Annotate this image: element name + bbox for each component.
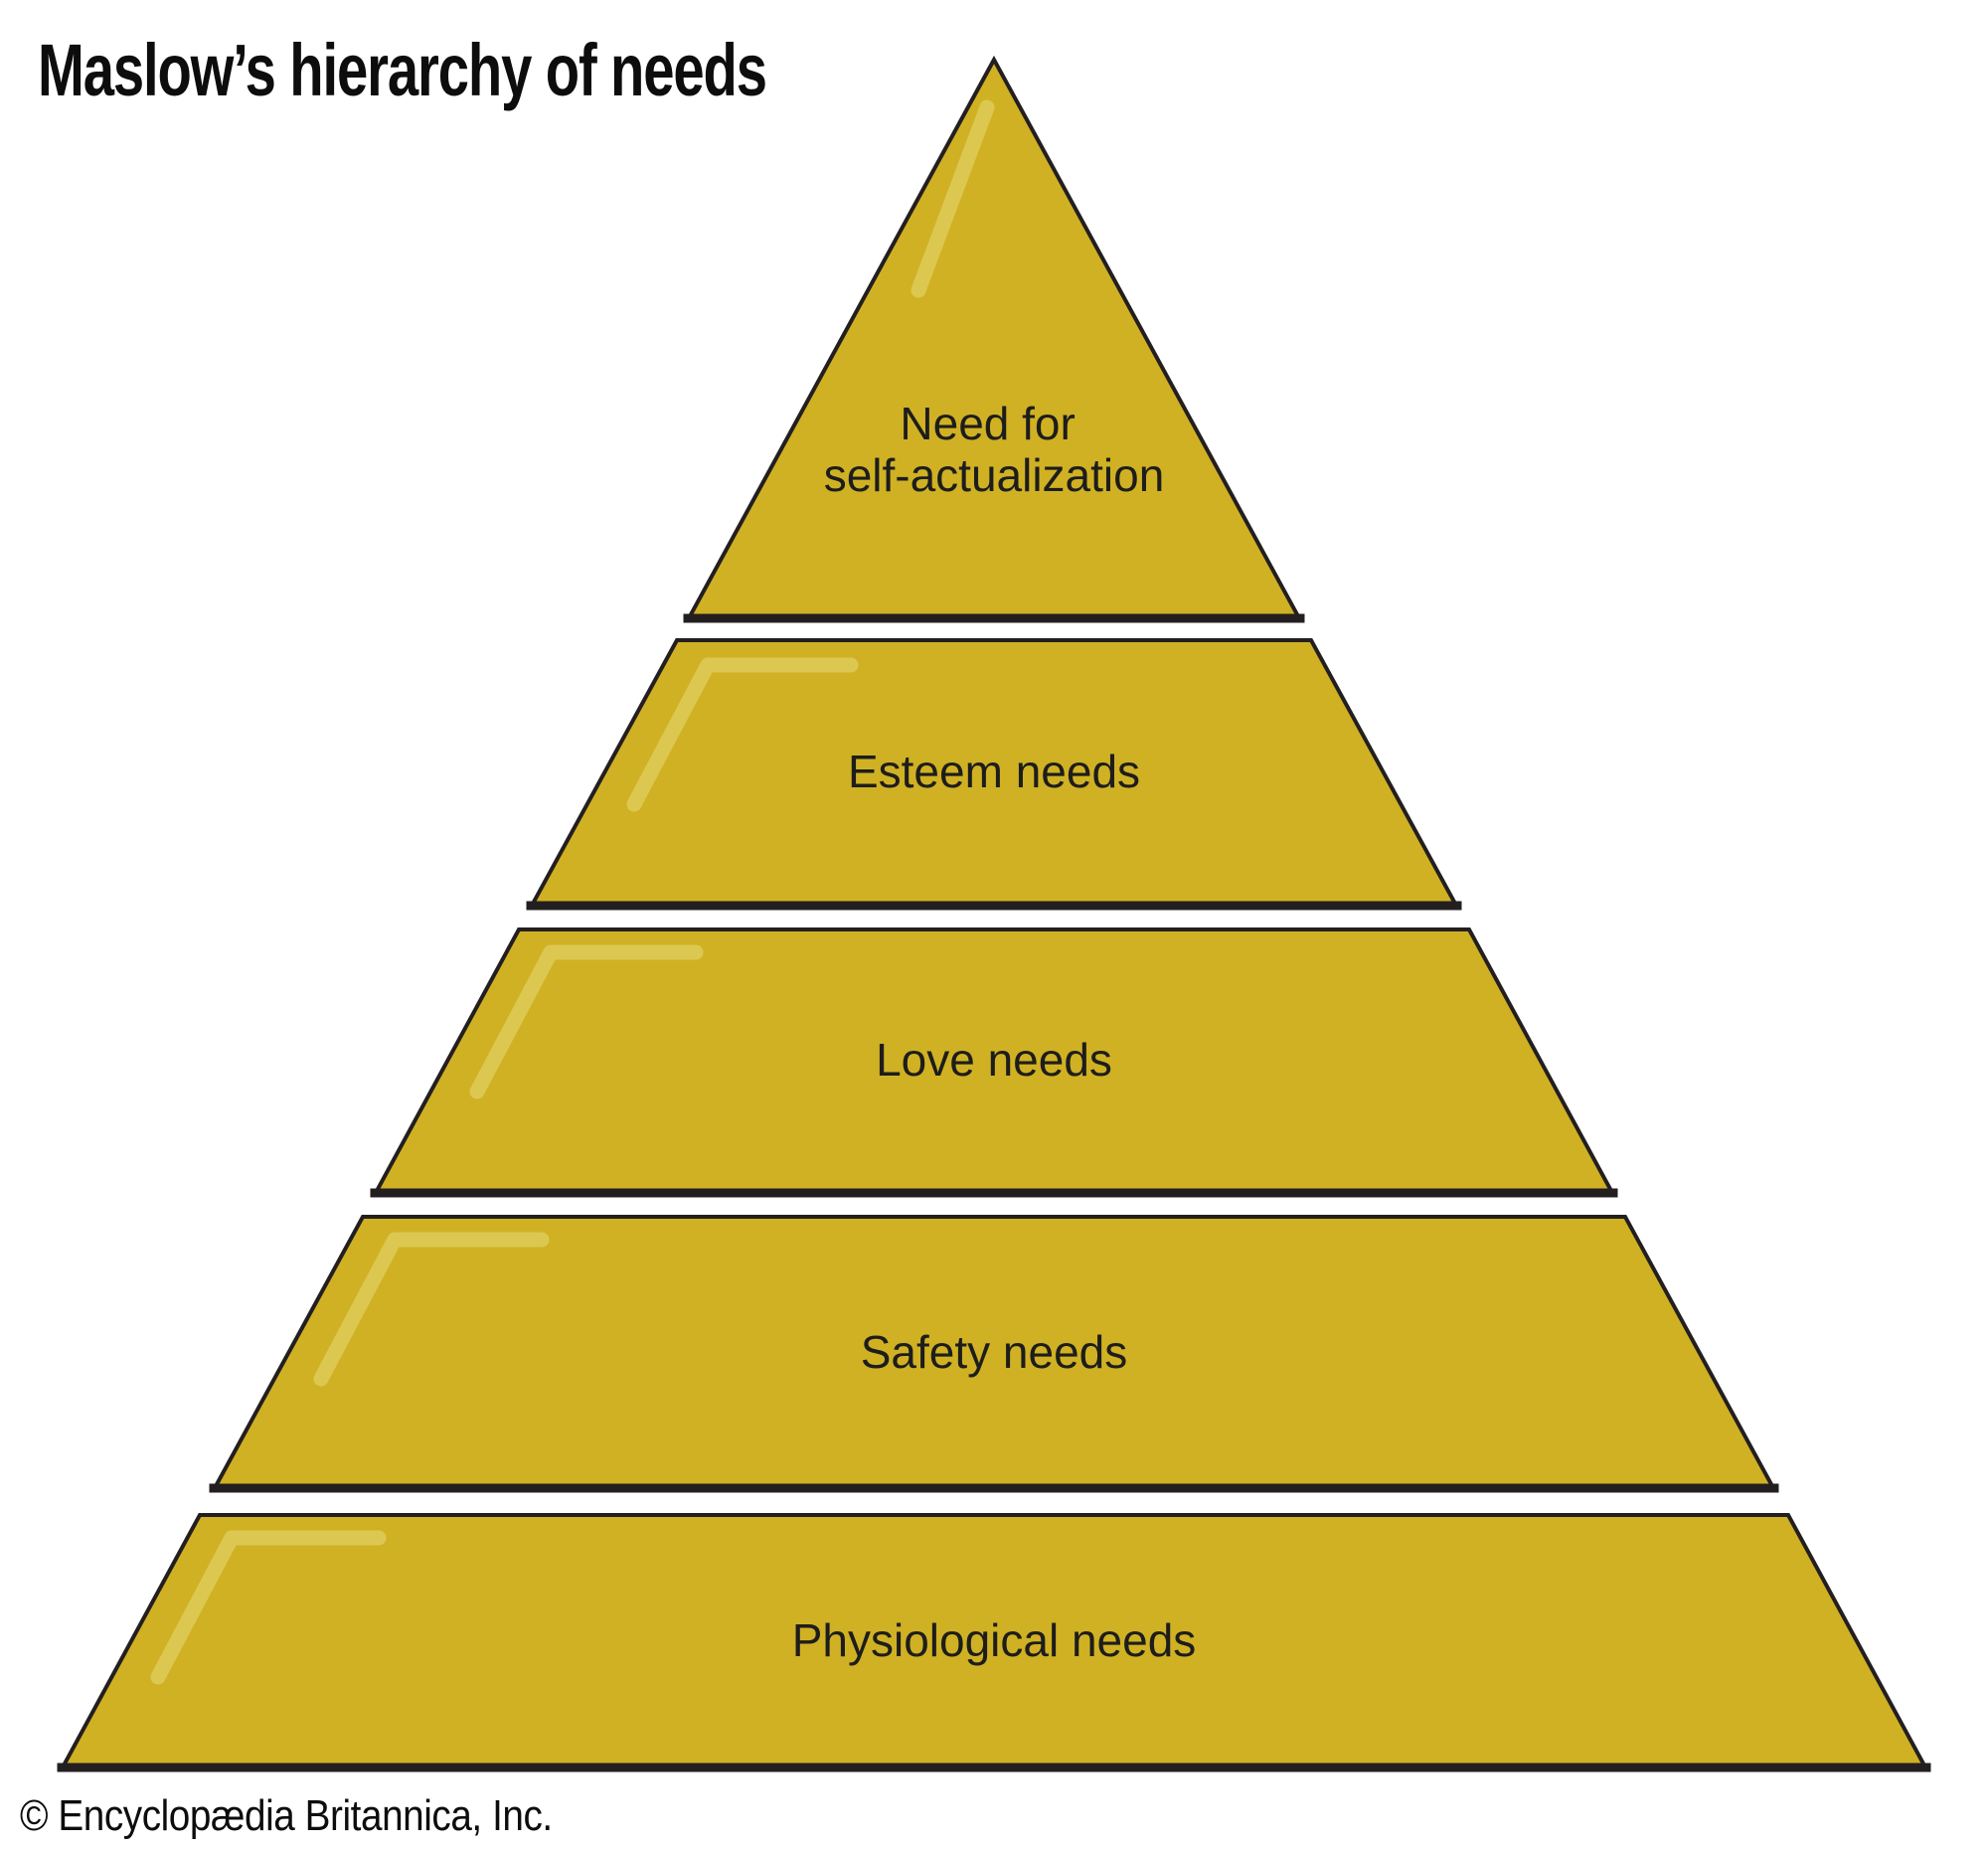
- pyramid-level-safety: Safety needs: [209, 1215, 1779, 1493]
- pyramid-level-self-actualization: Need for self-actualization: [683, 55, 1305, 623]
- page-title: Maslow’s hierarchy of needs: [38, 29, 767, 111]
- level-label-love: Love needs: [876, 1034, 1112, 1086]
- pyramid-level-physiological: Physiological needs: [57, 1513, 1931, 1772]
- copyright-notice: © Encyclopædia Britannica, Inc.: [20, 1791, 553, 1840]
- level-label-esteem: Esteem needs: [848, 746, 1140, 797]
- gloss-highlight: [911, 99, 995, 298]
- gloss-highlight: [469, 944, 704, 1099]
- gloss-highlight: [150, 1530, 387, 1685]
- gloss-highlight: [313, 1232, 550, 1387]
- level-label-self-actualization: Need for self-actualization: [824, 398, 1165, 501]
- pyramid-level-love: Love needs: [370, 927, 1618, 1198]
- pyramid-level-esteem: Esteem needs: [526, 638, 1462, 911]
- gloss-highlight: [626, 657, 859, 812]
- level-label-physiological: Physiological needs: [792, 1614, 1197, 1666]
- level-shape-self-actualization: [686, 55, 1302, 618]
- level-label-safety: Safety needs: [861, 1326, 1128, 1378]
